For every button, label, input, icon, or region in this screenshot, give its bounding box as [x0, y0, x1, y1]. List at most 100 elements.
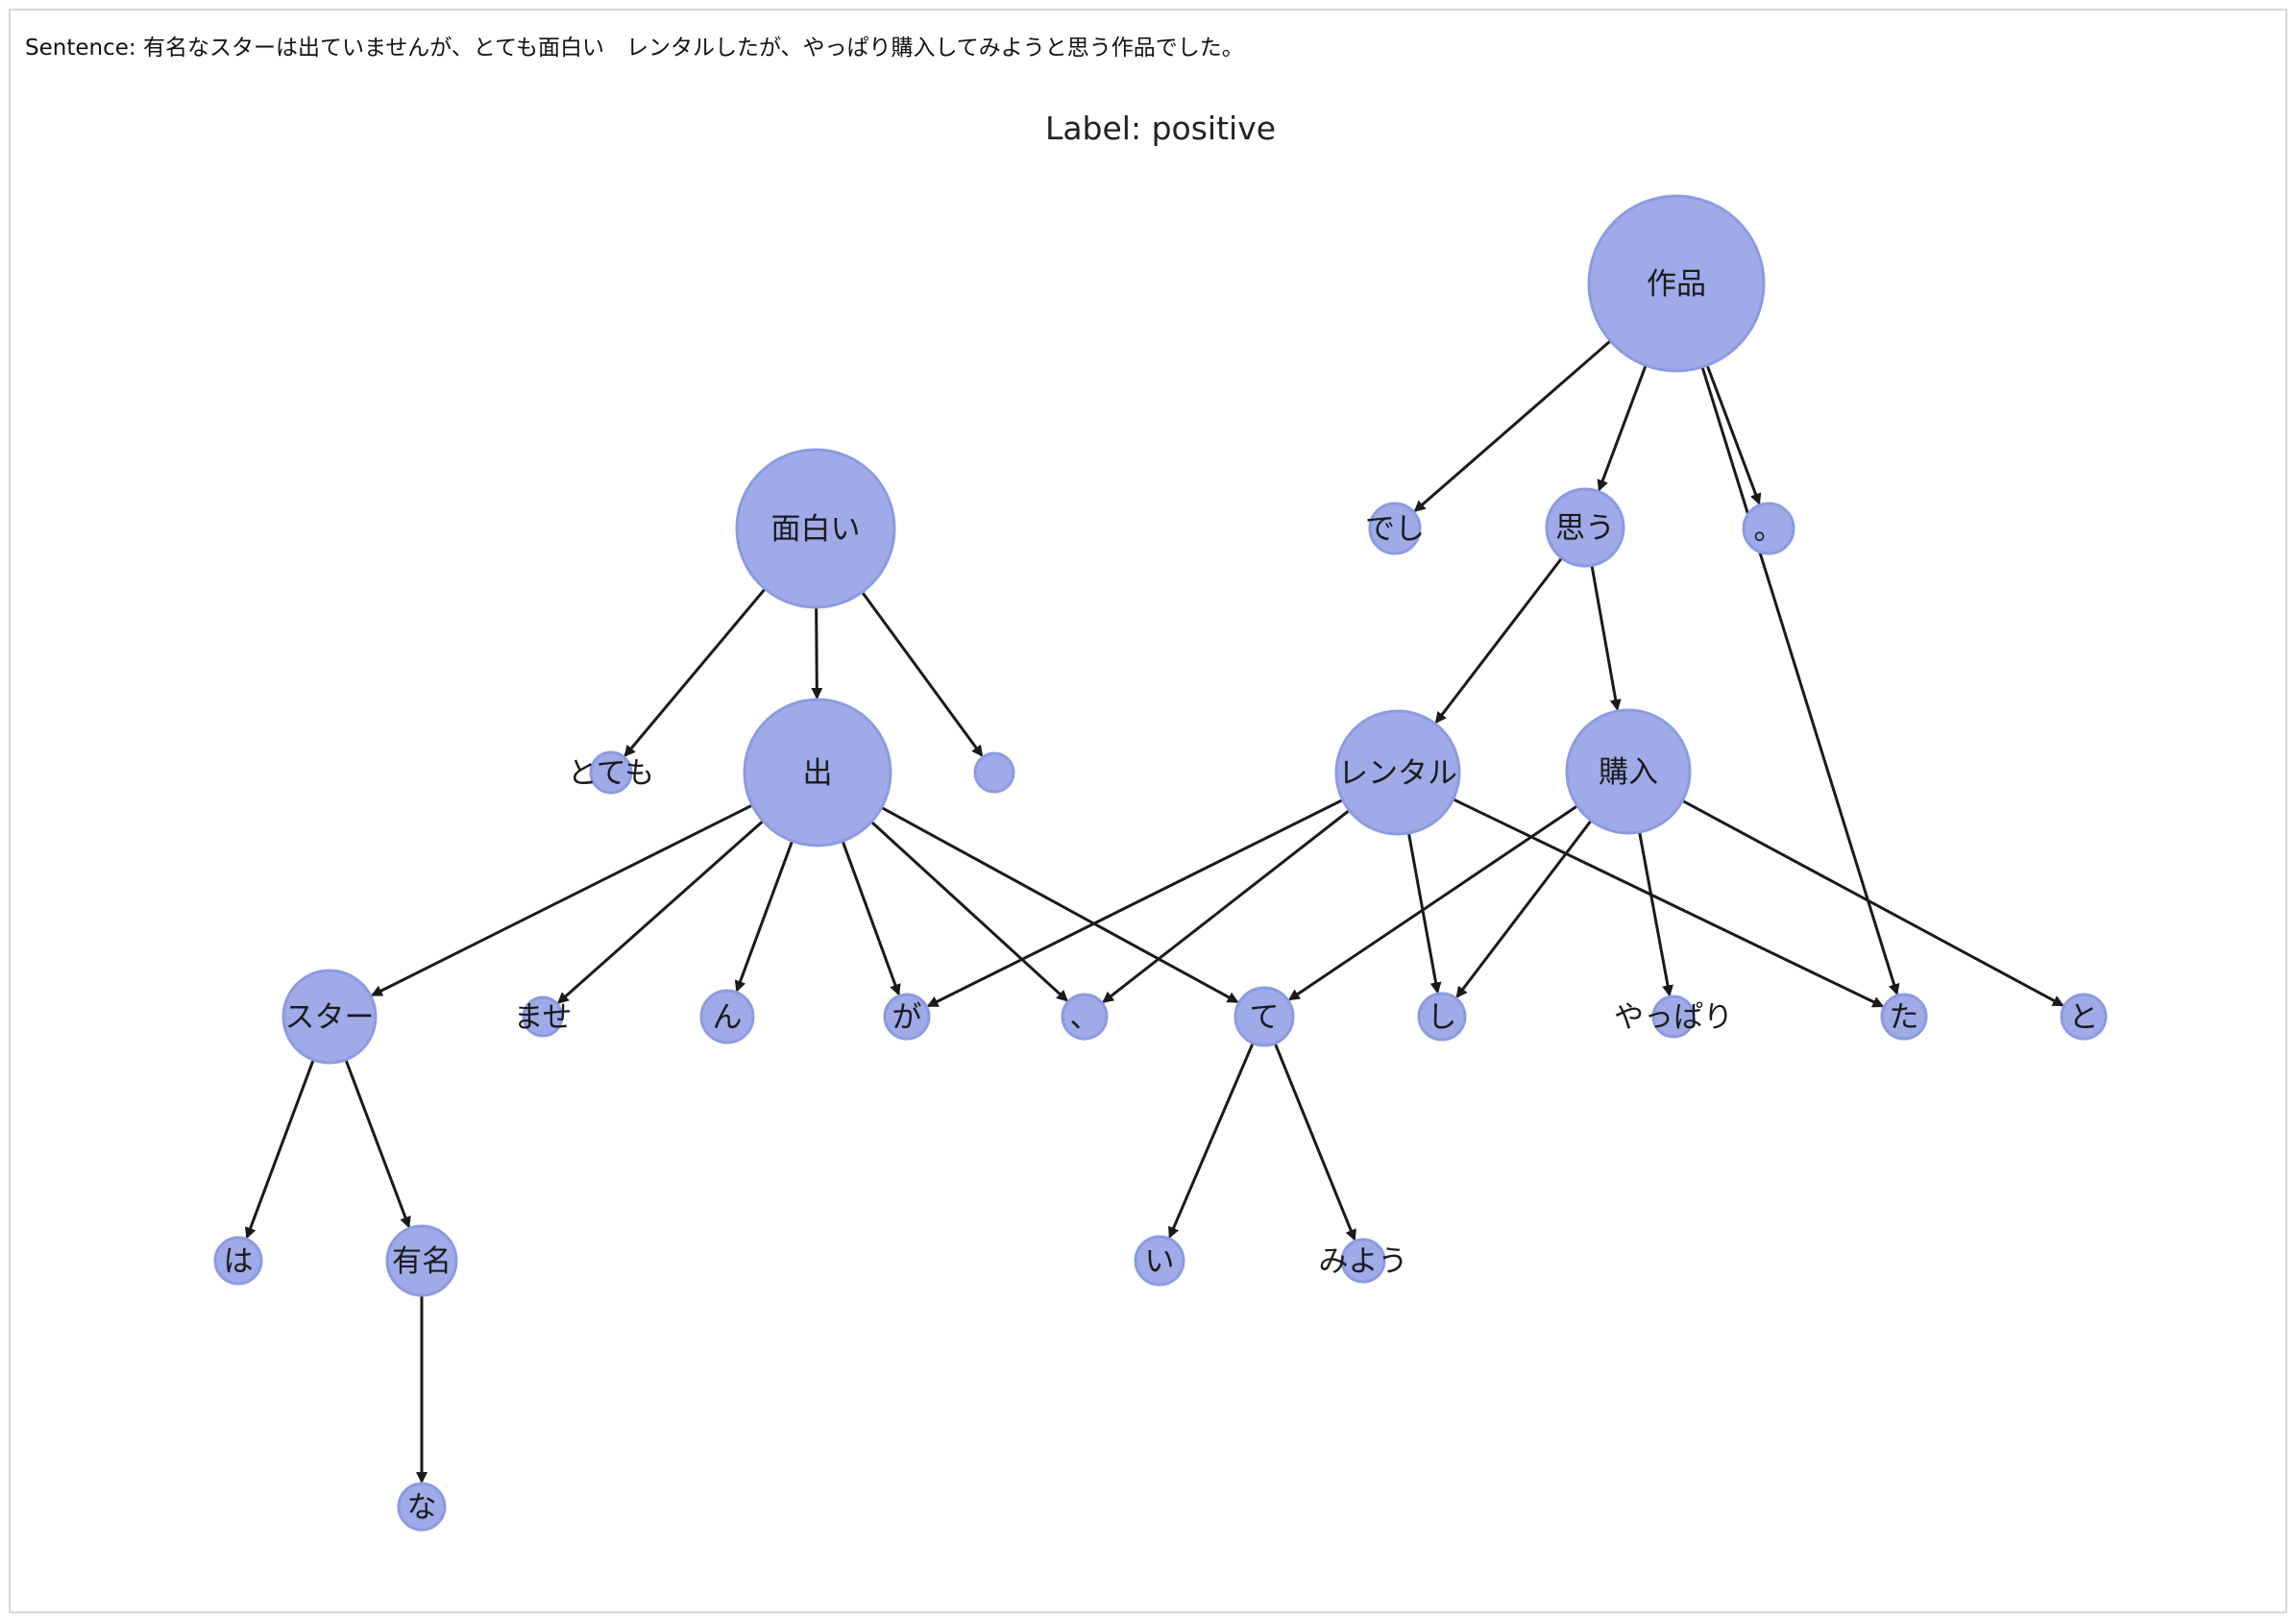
node-to: と: [2060, 993, 2108, 1041]
edge-rental-ta: [1453, 798, 1885, 1008]
node-label-ga: が: [892, 1000, 922, 1035]
edge-de-n: [734, 840, 794, 993]
node-label-mase: ませ: [513, 1000, 572, 1035]
edge-de-mase: [556, 820, 765, 1004]
edge-omoshiroi-de: [811, 606, 823, 700]
node-omoshiroi: 面白い: [735, 448, 896, 609]
edge-de-ga: [841, 840, 901, 996]
node-yappari: やっぱり: [1614, 995, 1733, 1039]
node-circle-na: [397, 1482, 447, 1532]
node-ta: た: [1880, 993, 1928, 1041]
node-deshi: でし: [1365, 502, 1425, 555]
node-circle-deshi: [1368, 502, 1422, 555]
node-konyu: 購入: [1565, 708, 1692, 835]
node-label-to: と: [2069, 1000, 2099, 1035]
edge-sakuhin-omou: [1597, 364, 1648, 492]
node-circle-de: [743, 698, 892, 848]
node-label-na: な: [407, 1490, 437, 1525]
edge-konyu-te: [1287, 804, 1578, 1001]
node-circle-shi: [1417, 992, 1467, 1042]
node-circle-totemo: [589, 750, 633, 795]
edge-omoshiroi-totemo: [623, 587, 767, 757]
node-label-totemo: とても: [568, 756, 655, 791]
sentence-value: 有名なスターは出ていませんが、とても面白い レンタルしたが、やっぱり購入してみよ…: [142, 36, 1244, 61]
sentence-label: Sentence:: [25, 36, 136, 61]
node-blank1: [973, 751, 1015, 794]
edge-konyu-yappari: [1638, 831, 1673, 997]
node-circle-yappari: [1651, 995, 1696, 1039]
edge-te-miyou: [1273, 1043, 1356, 1241]
node-circle-mase: [522, 995, 564, 1038]
node-yumei: 有名: [385, 1224, 458, 1297]
node-label-deshi: でし: [1365, 512, 1425, 547]
edges-layer: [244, 339, 2064, 1484]
node-maru: 。: [1742, 502, 1795, 555]
node-circle-yumei: [385, 1224, 458, 1297]
node-ten: 、: [1061, 993, 1109, 1041]
node-circle-wa: [213, 1236, 263, 1286]
edge-star-yumei: [344, 1059, 411, 1229]
node-circle-te: [1233, 986, 1295, 1047]
node-circle-n: [699, 989, 755, 1044]
edge-rental-ga: [926, 799, 1344, 1008]
node-label-omou: 思う: [1555, 511, 1615, 546]
node-star: スター: [281, 969, 378, 1065]
node-totemo: とても: [568, 750, 655, 795]
node-ga: が: [883, 993, 931, 1041]
node-omou: 思う: [1545, 487, 1625, 568]
edge-rental-shi: [1406, 832, 1442, 995]
edge-star-wa: [244, 1059, 315, 1240]
node-mase: ませ: [513, 995, 573, 1038]
node-te: て: [1233, 986, 1295, 1047]
node-circle-rental: [1334, 709, 1461, 836]
node-shi: し: [1417, 992, 1467, 1042]
node-circle-star: [281, 969, 378, 1065]
node-na: な: [397, 1482, 447, 1532]
node-circle-omou: [1545, 487, 1625, 568]
node-sakuhin: 作品: [1587, 194, 1766, 373]
node-label-yappari: やっぱり: [1614, 1000, 1733, 1035]
node-de: 出: [743, 698, 892, 848]
figure-frame: [9, 9, 2287, 1613]
node-circle-ga: [883, 993, 931, 1041]
edge-rental-ten: [1102, 809, 1351, 1003]
node-rental: レンタル: [1334, 709, 1461, 836]
node-label-omoshiroi: 面白い: [771, 512, 861, 547]
node-circle-miyou: [1340, 1238, 1386, 1284]
node-label-n: ん: [713, 1000, 743, 1035]
node-label-maru: 。: [1754, 512, 1784, 547]
node-circle-i: [1134, 1235, 1185, 1287]
node-label-sakuhin: 作品: [1647, 267, 1706, 302]
node-label-star: スター: [285, 1000, 375, 1035]
node-circle-ta: [1880, 993, 1928, 1041]
node-label-konyu: 購入: [1599, 755, 1658, 790]
node-miyou: みよう: [1319, 1238, 1408, 1284]
node-i: い: [1134, 1235, 1185, 1287]
node-label-miyou: みよう: [1319, 1244, 1408, 1279]
edge-te-i: [1168, 1042, 1255, 1240]
node-circle-sakuhin: [1587, 194, 1766, 373]
edge-konyu-shi: [1455, 820, 1593, 998]
edge-omoshiroi-blank1: [861, 591, 984, 757]
chart-title: Label: positive: [1045, 110, 1276, 147]
node-wa: は: [213, 1236, 263, 1286]
node-label-rental: レンタル: [1338, 756, 1457, 791]
node-circle-to: [2060, 993, 2108, 1041]
node-label-ta: た: [1890, 1000, 1919, 1035]
edge-de-star: [370, 803, 753, 996]
sentence-text: Sentence: 有名なスターは出ていませんが、とても面白い レンタルしたが、…: [25, 29, 1244, 61]
node-circle-maru: [1742, 502, 1795, 555]
edge-de-te: [880, 806, 1239, 1003]
node-circle-ten: [1061, 993, 1109, 1041]
node-label-wa: は: [224, 1244, 254, 1279]
node-circle-omoshiroi: [735, 448, 896, 609]
edge-de-ten: [870, 821, 1069, 1002]
node-circle-blank1: [973, 751, 1015, 794]
node-n: ん: [699, 989, 755, 1044]
node-label-ten: 、: [1070, 1000, 1100, 1035]
node-label-yumei: 有名: [392, 1244, 452, 1279]
edge-sakuhin-deshi: [1413, 339, 1612, 512]
node-circle-konyu: [1565, 708, 1692, 835]
